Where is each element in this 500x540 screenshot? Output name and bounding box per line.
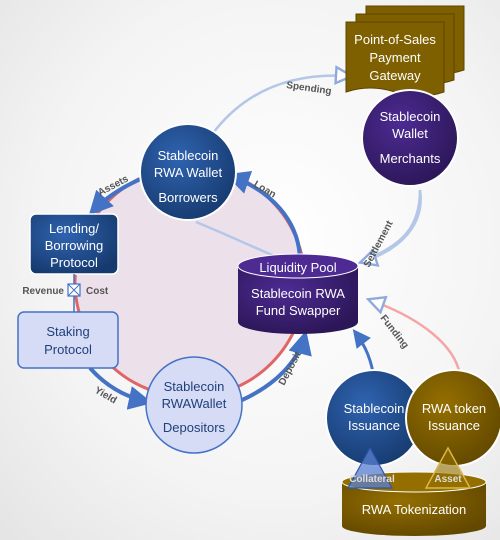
funding-label: Funding (378, 313, 411, 351)
yield-arrow (88, 366, 153, 410)
liquidity-pool-title: Liquidity Pool (259, 260, 336, 275)
rwa-token-issuance-line-1: RWA token (422, 401, 486, 416)
stablecoin-issuance-line-1: Stablecoin (344, 401, 405, 416)
lending-protocol-node[interactable]: Lending/ Borrowing Protocol (29, 213, 119, 275)
lending-line-1: Lending/ (49, 221, 99, 236)
borrowers-node[interactable]: Stablecoin RWA Wallet Borrowers (139, 123, 237, 221)
staking-line-2: Protocol (44, 342, 92, 357)
revenue-label: Revenue (22, 286, 64, 297)
pos-gateway-stack[interactable]: Point-of-Sales Payment Gateway (345, 5, 465, 97)
borrowers-title-1: Stablecoin (158, 148, 219, 163)
loan-arrow (225, 171, 302, 263)
pos-gateway-line-1: Point-of-Sales (354, 32, 436, 47)
merchants-subtitle: Merchants (380, 151, 441, 166)
pos-gateway-line-3: Gateway (369, 68, 421, 83)
merchants-node[interactable]: Stablecoin Wallet Merchants (361, 89, 459, 187)
merchants-title-1: Stablecoin (380, 109, 441, 124)
funding-arrow-rwa (370, 300, 462, 376)
depositors-node[interactable]: Stablecoin RWAWallet Depositors (145, 356, 243, 454)
depositors-title-2: RWAWallet (162, 396, 227, 411)
rwa-token-issuance-line-2: Issuance (428, 418, 480, 433)
borrowers-subtitle: Borrowers (158, 190, 218, 205)
revenue-cost-connector (67, 274, 81, 312)
cost-label: Cost (86, 286, 109, 297)
depositors-title-1: Stablecoin (164, 379, 225, 394)
stablecoin-issuance-node[interactable]: Stablecoin Issuance (325, 369, 423, 467)
lending-line-3: Protocol (50, 255, 98, 270)
liquidity-pool-subtitle-2: Fund Swapper (256, 303, 341, 318)
lending-line-2: Borrowing (45, 238, 104, 253)
settlement-label: Settlement (362, 219, 396, 270)
deposit-arrow (241, 330, 312, 402)
stablecoin-issuance-line-2: Issuance (348, 418, 400, 433)
rwa-tokenization-label: RWA Tokenization (362, 502, 467, 517)
merchants-title-2: Wallet (392, 126, 428, 141)
collateral-triangle-icon (346, 446, 394, 489)
borrowers-title-2: RWA Wallet (154, 165, 223, 180)
liquidity-pool-subtitle-1: Stablecoin RWA (251, 286, 345, 301)
deposit-label: Deposit (277, 349, 304, 387)
staking-protocol-node[interactable]: Staking Protocol (17, 311, 119, 369)
settlement-arrow (362, 189, 422, 262)
pos-gateway-line-2: Payment (369, 50, 421, 65)
asset-label: Asset (434, 474, 462, 485)
staking-line-1: Staking (46, 324, 89, 339)
liquidity-pool-node[interactable]: Liquidity Pool Stablecoin RWA Fund Swapp… (237, 253, 359, 334)
asset-triangle-icon (424, 446, 472, 489)
depositors-subtitle: Depositors (163, 420, 226, 435)
collateral-label: Collateral (349, 474, 395, 485)
spending-label: Spending (286, 80, 333, 97)
rwa-token-issuance-node[interactable]: RWA token Issuance (405, 369, 500, 467)
